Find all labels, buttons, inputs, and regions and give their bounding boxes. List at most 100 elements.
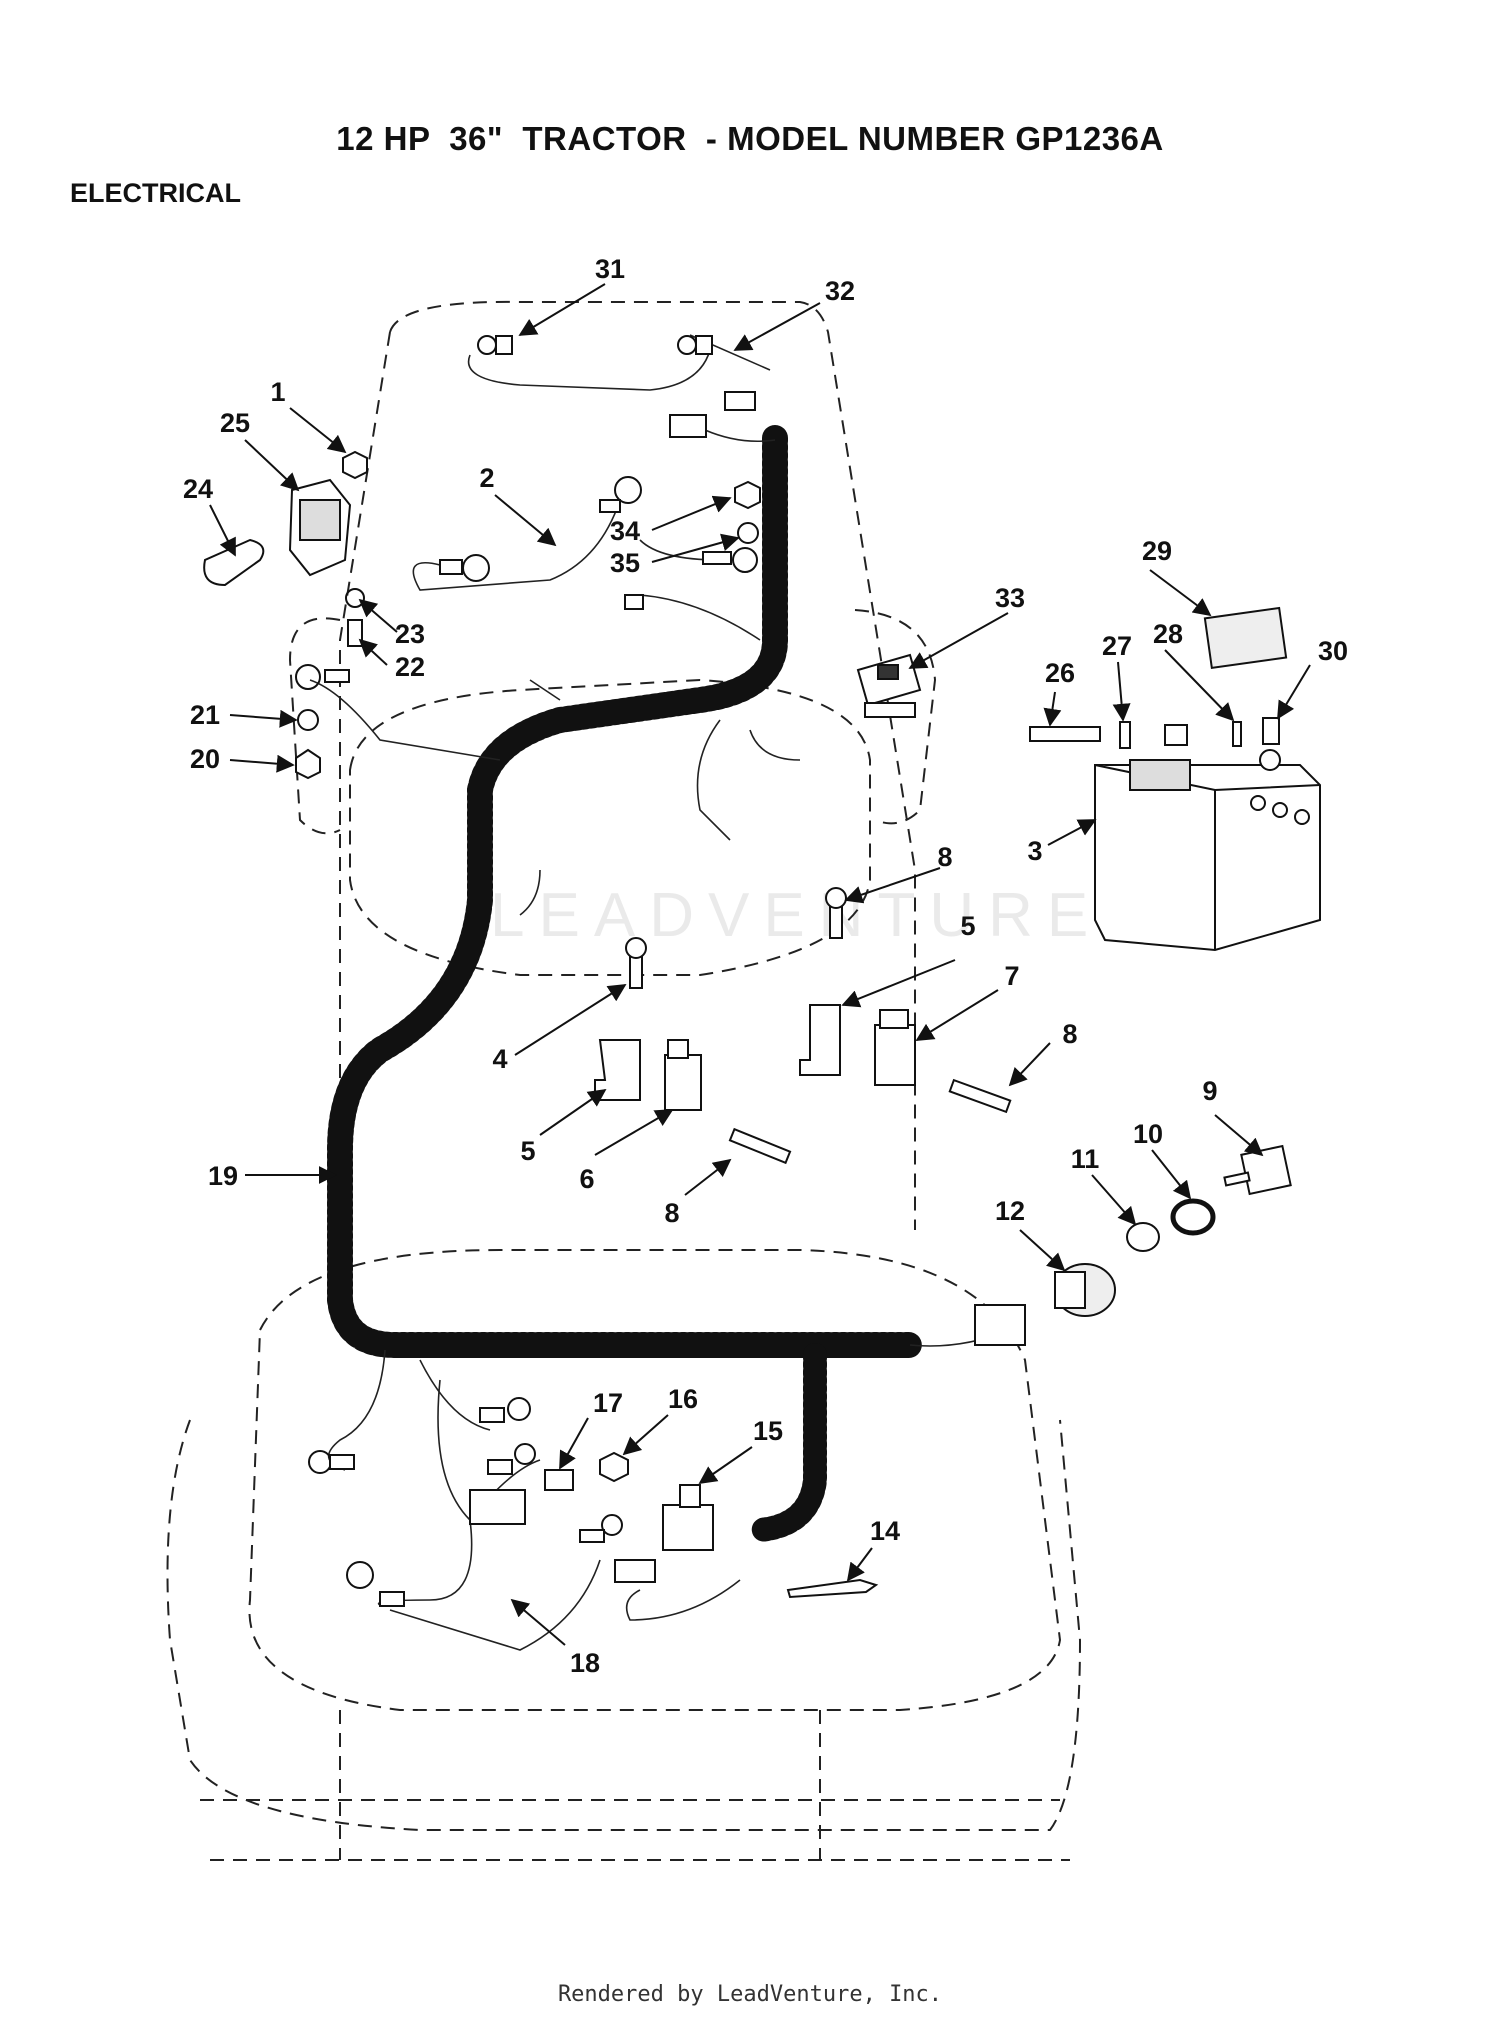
callout-11: 11: [1071, 1144, 1100, 1174]
callout-5-upper: 5: [960, 911, 975, 941]
battery-cover-29: [1203, 606, 1288, 670]
wiring-harness-coil: [327, 425, 923, 1542]
harness-connector-top-b: [724, 391, 756, 411]
callout-26: 26: [1045, 658, 1075, 688]
callout-22: 22: [395, 652, 425, 682]
callout-8-lower: 8: [664, 1198, 679, 1228]
callout-23: 23: [395, 619, 425, 649]
solenoid-25: [288, 478, 352, 577]
ring-terminal-solenoid: [295, 664, 350, 690]
callout-1: 1: [270, 377, 285, 407]
callout-27: 27: [1102, 631, 1132, 661]
hood-outline: [389, 300, 916, 1230]
harness-branch-path: [748, 1343, 827, 1542]
page-title: 12 HP 36" TRACTOR - MODEL NUMBER GP1236A: [336, 120, 1164, 157]
terminal-boot-24: [203, 538, 265, 587]
seat-switch-15: [662, 1484, 714, 1551]
lockwasher-35: [737, 522, 759, 544]
callout-15: 15: [753, 1416, 783, 1446]
switch-connector-15: [614, 1559, 656, 1583]
lockwasher-23: [345, 588, 365, 608]
callout-3: 3: [1027, 836, 1042, 866]
bracket-5-upper: [799, 1004, 841, 1076]
headlight-bulb-31: [477, 335, 513, 355]
washer-27: [1119, 721, 1131, 749]
ignition-key-9: [1223, 1144, 1292, 1196]
fuse-17: [544, 1469, 574, 1491]
ring-terminal-rear-d: [346, 1561, 405, 1607]
battery-3: [1094, 749, 1321, 952]
callout-2: 2: [479, 463, 494, 493]
screw-22: [347, 619, 363, 647]
headlight-bulb-32: [677, 335, 713, 355]
fender-right-outline: [854, 609, 937, 825]
fender-left-outline: [288, 617, 341, 835]
screw-8-upper-head: [825, 887, 847, 909]
leadventure-watermark: LEADVENTURE: [490, 881, 1103, 950]
rear-skirt-outline: [210, 1710, 1070, 1861]
nut-30: [1262, 717, 1280, 745]
callout-labels: 31 32 1 25 24 2 34 35 23 22 21 20 33 29 …: [183, 254, 1348, 1678]
callout-12: 12: [995, 1196, 1025, 1226]
callout-18: 18: [570, 1648, 600, 1678]
callout-21: 21: [190, 700, 220, 730]
callout-33: 33: [995, 583, 1025, 613]
footer-credit: Rendered by LeadVenture, Inc.: [557, 1982, 943, 2007]
callout-20: 20: [190, 744, 220, 774]
bracket-5-lower: [594, 1039, 641, 1101]
callout-24: 24: [183, 474, 213, 504]
ignition-connector: [974, 1304, 1026, 1346]
terminal-bracket: [1164, 724, 1188, 746]
callout-28: 28: [1153, 619, 1183, 649]
harness-spade-upper: [624, 594, 644, 610]
washer-28: [1232, 721, 1242, 747]
nut-16: [599, 1451, 629, 1483]
callout-35: 35: [610, 548, 640, 578]
callout-10: 10: [1133, 1119, 1163, 1149]
nut-1: [342, 450, 368, 480]
nut-11: [1126, 1222, 1160, 1252]
hood-left-outline: [339, 331, 391, 1230]
harness-connector-top-a: [669, 414, 707, 438]
callout-19: 19: [208, 1161, 238, 1191]
ignition-switch-12: [1054, 1263, 1116, 1317]
callout-6: 6: [579, 1164, 594, 1194]
lock-nut-34: [734, 480, 761, 510]
bolt-26: [1029, 726, 1101, 742]
ring-terminal-2: [439, 476, 642, 582]
engine-deck-outline: [349, 678, 871, 976]
harness-main-path: [327, 425, 923, 1358]
tractor-outline: [166, 300, 1082, 1861]
callout-17: 17: [593, 1388, 623, 1418]
callout-16: 16: [668, 1384, 698, 1414]
leader-lines: [209, 283, 1311, 1646]
lockwasher-21: [297, 709, 319, 731]
light-switch-33: [856, 653, 922, 718]
ring-terminal-rear-b: [308, 1450, 355, 1474]
clip-14: [786, 1578, 879, 1599]
callout-4: 4: [492, 1044, 507, 1074]
callout-8-right: 8: [1062, 1019, 1077, 1049]
callout-34: 34: [610, 516, 640, 546]
callout-5-lower: 5: [520, 1136, 535, 1166]
callout-25: 25: [220, 408, 250, 438]
ring-terminal-harness: [702, 547, 758, 573]
thin-wires: [309, 334, 1011, 1651]
nut-20: [295, 748, 321, 780]
callout-14: 14: [870, 1516, 900, 1546]
seat-region-outline: [248, 1249, 1062, 1711]
fuse-holder: [469, 1489, 526, 1525]
interlock-switch-6: [664, 1039, 702, 1111]
callout-32: 32: [825, 276, 855, 306]
callout-29: 29: [1142, 536, 1172, 566]
callout-30: 30: [1318, 636, 1348, 666]
ring-terminal-18: [579, 1514, 623, 1543]
screw-8-right: [948, 1078, 1012, 1114]
ring-terminal-rear-a: [479, 1397, 531, 1423]
ring-terminal-rear-c: [487, 1443, 536, 1475]
rear-fender-outline: [166, 1419, 1082, 1831]
screw-4-head: [625, 937, 647, 959]
bezel-10: [1170, 1198, 1216, 1236]
callout-9: 9: [1202, 1076, 1217, 1106]
